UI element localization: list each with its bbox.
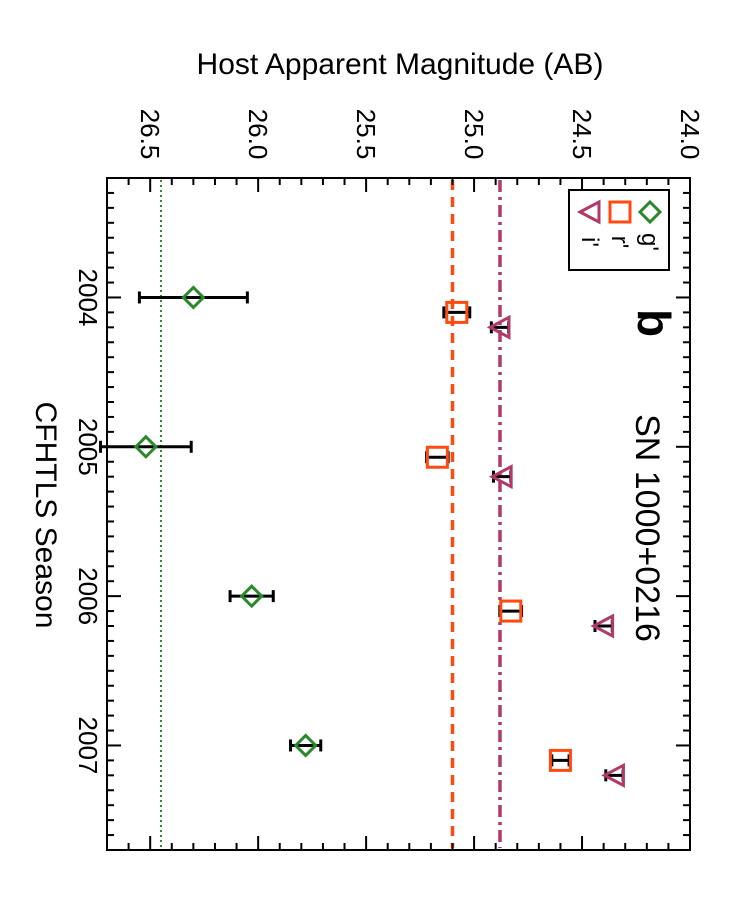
legend-label: r' [606, 236, 633, 249]
legend-label: i' [576, 237, 603, 247]
square-marker [425, 445, 449, 469]
legend-label: g' [636, 233, 663, 251]
magnitude-tick-label: 24.0 [675, 109, 705, 160]
diamond-marker [293, 733, 318, 758]
diamond-marker [133, 434, 158, 459]
square-marker [548, 748, 572, 772]
supernova-label: SN 1000+0216 [628, 414, 666, 642]
legend: g'r'i' [568, 189, 670, 271]
season-tick-label: 2006 [73, 567, 103, 625]
season-tick-label: 2007 [73, 717, 103, 775]
magnitude-tick-label: 24.5 [567, 109, 597, 160]
axes: 24.0 24.5 25.0 25.5 26.0 26.5 2004 2005 2006 2007 [73, 109, 705, 851]
legend-triangle-marker [576, 199, 601, 225]
triangle-marker [488, 464, 513, 490]
diamond-marker [239, 584, 264, 609]
legend-diamond-marker [637, 199, 663, 225]
panel-label: b [628, 309, 680, 337]
magnitude-tick-label: 25.0 [459, 109, 489, 160]
square-marker [499, 599, 523, 623]
triangle-marker [601, 762, 625, 788]
reference-lines [159, 180, 502, 848]
diamond-marker [181, 285, 206, 310]
legend-square-marker [608, 200, 632, 224]
season-tick-label: 2004 [73, 269, 103, 327]
triangle-marker [590, 613, 615, 639]
plot-area [106, 177, 691, 851]
square-marker [445, 300, 469, 324]
x-axis-label: CFHTLS Season [29, 402, 62, 629]
magnitude-tick-label: 26.0 [243, 109, 273, 160]
data-points [99, 285, 625, 788]
plot-frame [106, 177, 691, 851]
magnitude-tick-label: 25.5 [351, 109, 381, 160]
season-tick-label: 2005 [73, 418, 103, 476]
triangle-marker [486, 314, 511, 340]
magnitude-tick-label: 26.5 [135, 109, 165, 160]
y-axis-label: Host Apparent Magnitude (AB) [197, 48, 604, 81]
